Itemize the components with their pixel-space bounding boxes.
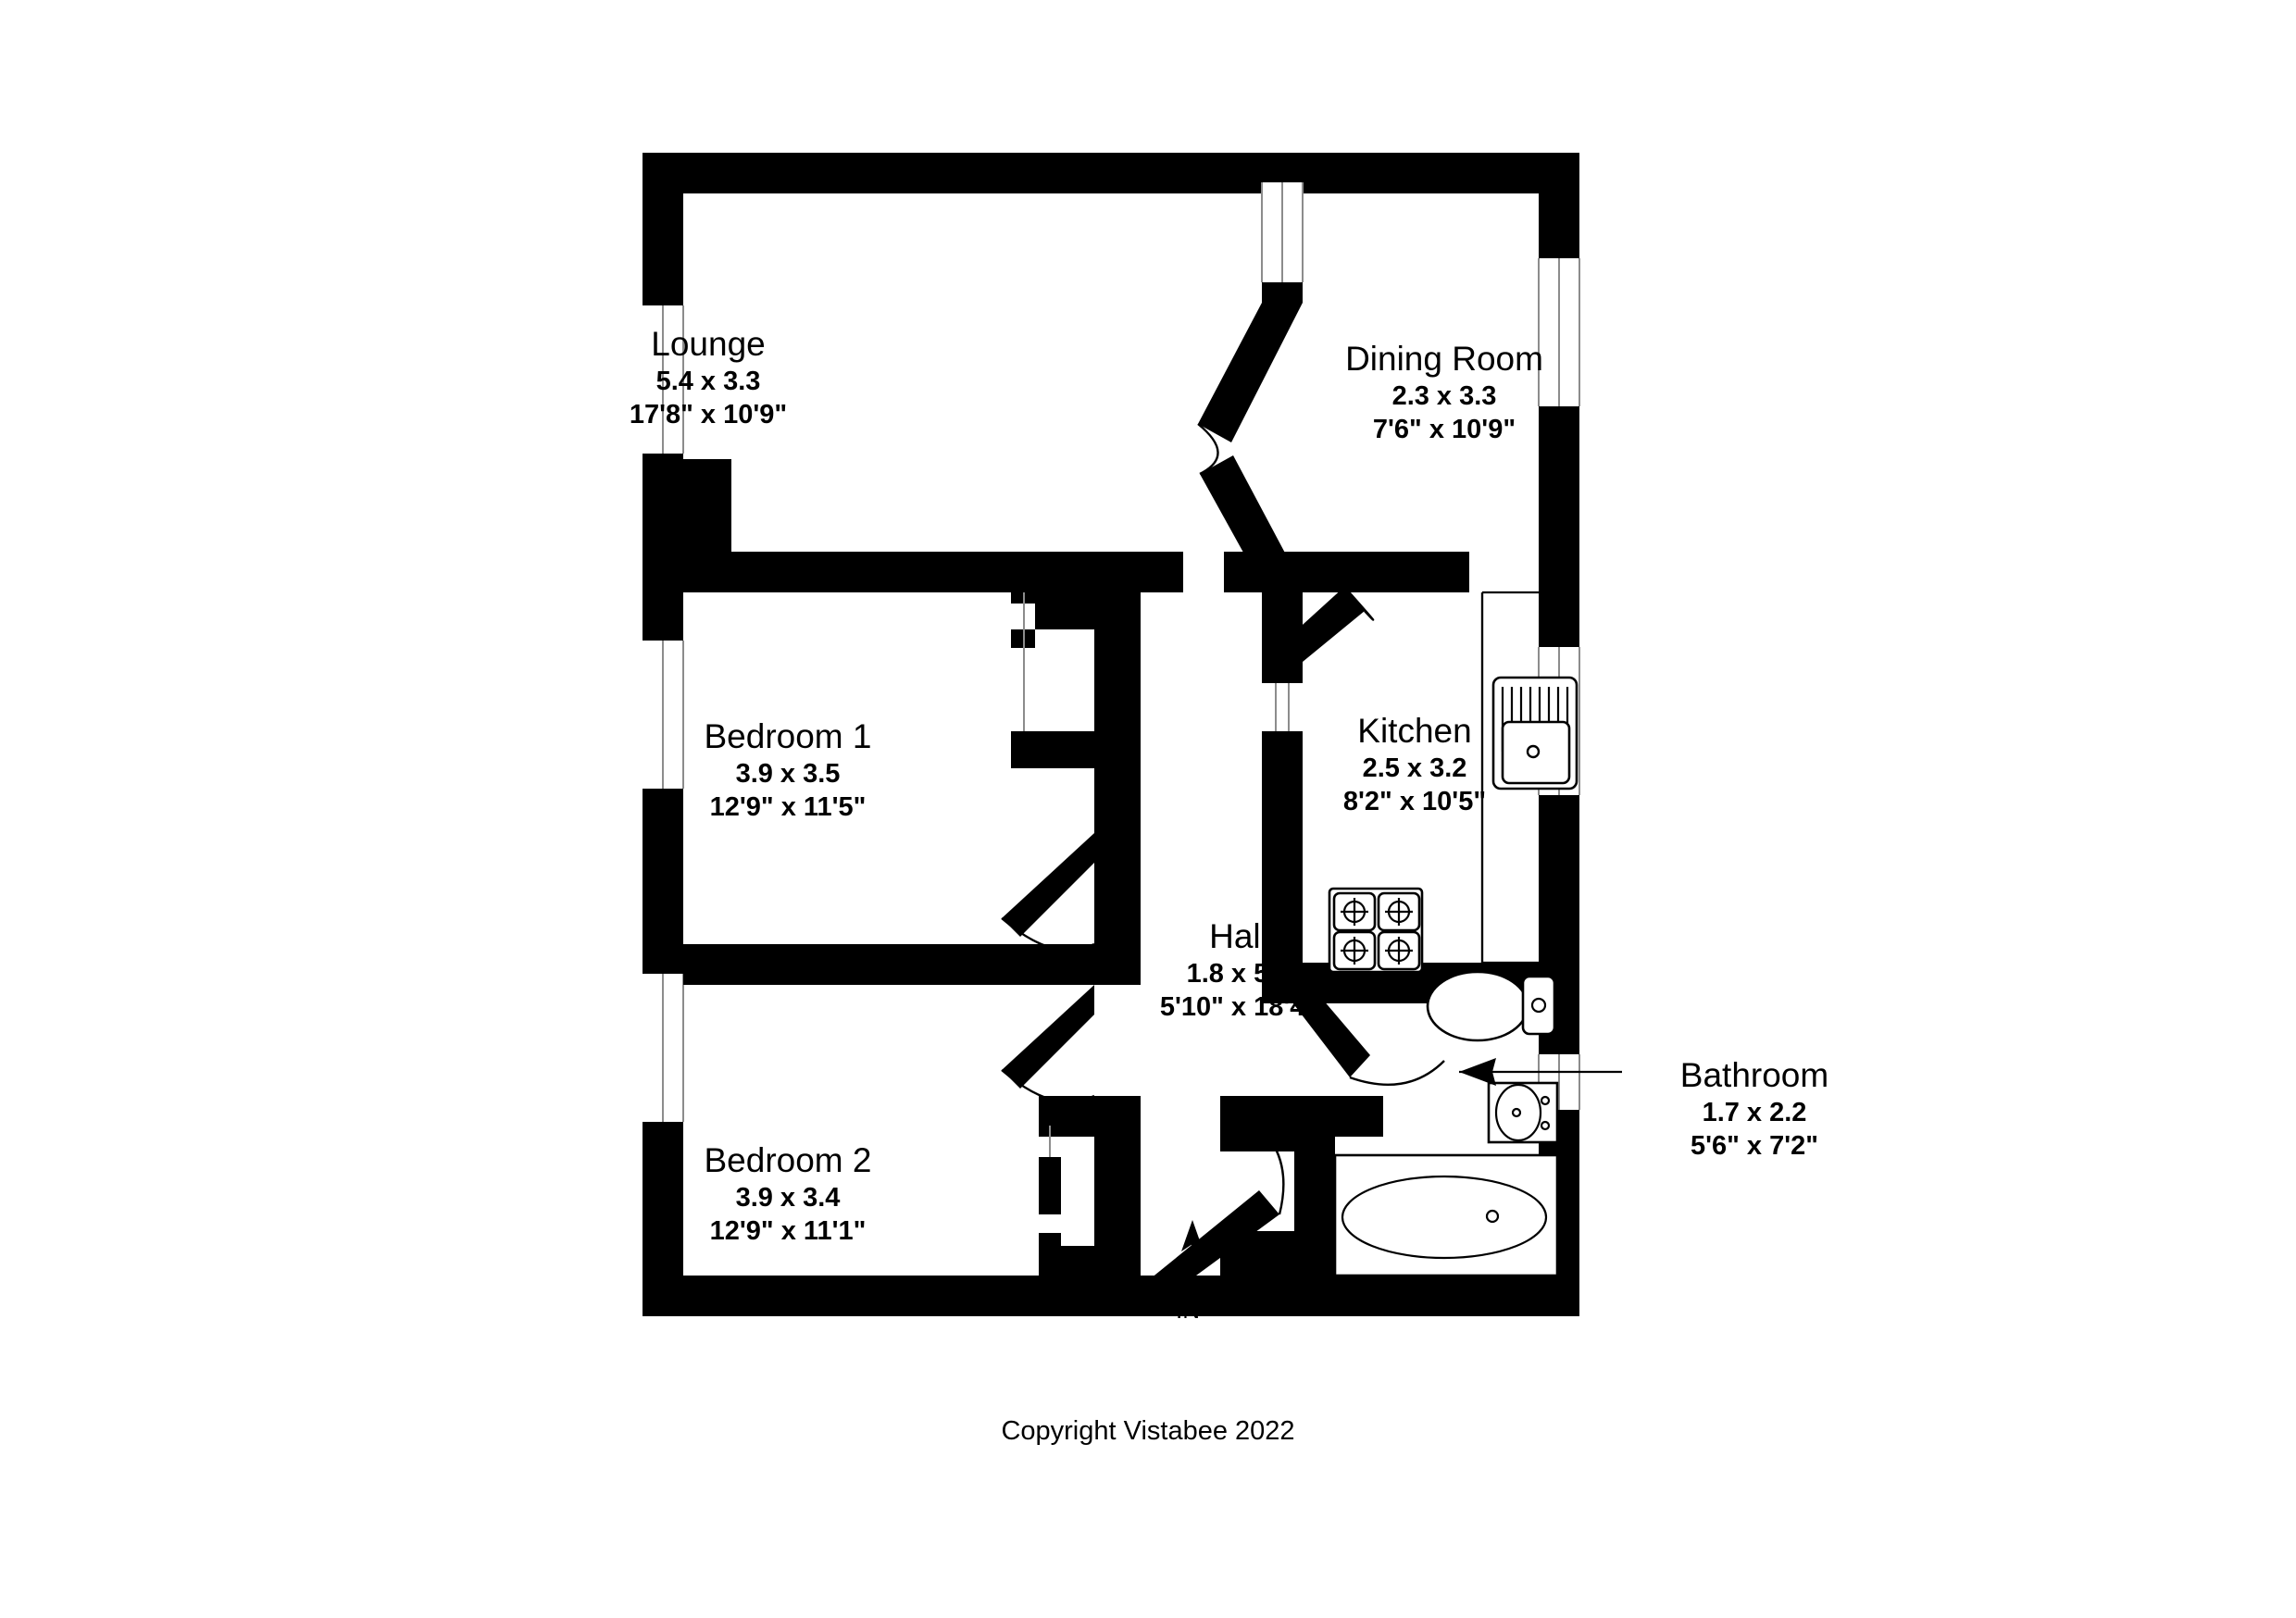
room-name: Dining Room bbox=[1345, 340, 1543, 378]
room-label-hall: Hall 1.8 x 5.6 5'10" x 18'4" bbox=[1128, 916, 1350, 1024]
window-top-partition bbox=[1261, 182, 1304, 282]
room-dimension-metric: 2.5 x 3.2 bbox=[1362, 753, 1467, 783]
room-label-bedroom-2: Bedroom 2 3.9 x 3.4 12'9" x 11'1" bbox=[663, 1140, 913, 1248]
entrance-arrow bbox=[1181, 1220, 1204, 1313]
room-label-bathroom: Bathroom 1.7 x 2.2 5'6" x 7'2" bbox=[1629, 1055, 1879, 1163]
room-dimension-imperial: 17'8" x 10'9" bbox=[629, 400, 788, 429]
room-name: Lounge bbox=[651, 325, 766, 363]
room-dimension-metric: 3.9 x 3.5 bbox=[735, 759, 841, 789]
room-name: Bedroom 2 bbox=[704, 1141, 872, 1179]
room-name: Kitchen bbox=[1357, 712, 1472, 750]
room-dimension-imperial: 5'10" x 18'4" bbox=[1159, 992, 1318, 1022]
wall-structure bbox=[643, 153, 1580, 1316]
bathtub-icon bbox=[1333, 1153, 1559, 1277]
window-right-1 bbox=[1538, 258, 1580, 406]
room-dimension-metric: 3.9 x 3.4 bbox=[735, 1183, 841, 1213]
bathroom-fixtures bbox=[1333, 970, 1559, 1277]
room-dimension-imperial: 12'9" x 11'5" bbox=[709, 792, 867, 822]
room-label-bedroom-1: Bedroom 1 3.9 x 3.5 12'9" x 11'5" bbox=[663, 716, 913, 824]
window-left-2 bbox=[643, 641, 684, 789]
entrance-label: IN bbox=[1176, 1296, 1200, 1324]
window-kitchen-door bbox=[1262, 683, 1303, 731]
closet-door-bedroom1 bbox=[1011, 592, 1035, 731]
bathroom-leader bbox=[1459, 1058, 1622, 1086]
copyright-notice: Copyright Vistabee 2022 bbox=[1001, 1416, 1295, 1446]
room-dimension-metric: 1.8 x 5.6 bbox=[1186, 959, 1292, 989]
window-left-3 bbox=[643, 974, 684, 1122]
window-left-1 bbox=[643, 305, 684, 454]
room-dimension-metric: 5.4 x 3.3 bbox=[655, 367, 761, 396]
room-name: Bedroom 1 bbox=[704, 717, 872, 755]
room-dimension-imperial: 5'6" x 7'2" bbox=[1690, 1131, 1819, 1161]
room-label-lounge: Lounge 5.4 x 3.3 17'8" x 10'9" bbox=[588, 324, 829, 431]
hob-icon bbox=[1328, 887, 1424, 974]
toilet-icon bbox=[1426, 970, 1556, 1042]
room-label-kitchen: Kitchen 2.5 x 3.2 8'2" x 10'5" bbox=[1308, 711, 1521, 818]
washbasin-icon bbox=[1487, 1081, 1559, 1144]
room-name: Bathroom bbox=[1679, 1056, 1829, 1094]
room-dimension-imperial: 12'9" x 11'1" bbox=[709, 1216, 867, 1246]
room-label-dining-room: Dining Room 2.3 x 3.3 7'6" x 10'9" bbox=[1310, 339, 1578, 446]
room-dimension-metric: 1.7 x 2.2 bbox=[1702, 1098, 1807, 1127]
sink-icon bbox=[1491, 676, 1578, 790]
room-dimension-metric: 2.3 x 3.3 bbox=[1391, 381, 1497, 411]
room-dimension-imperial: 8'2" x 10'5" bbox=[1342, 787, 1487, 816]
room-dimension-imperial: 7'6" x 10'9" bbox=[1372, 415, 1516, 444]
kitchen-fixtures bbox=[1328, 591, 1579, 974]
room-name: Hall bbox=[1209, 917, 1268, 955]
